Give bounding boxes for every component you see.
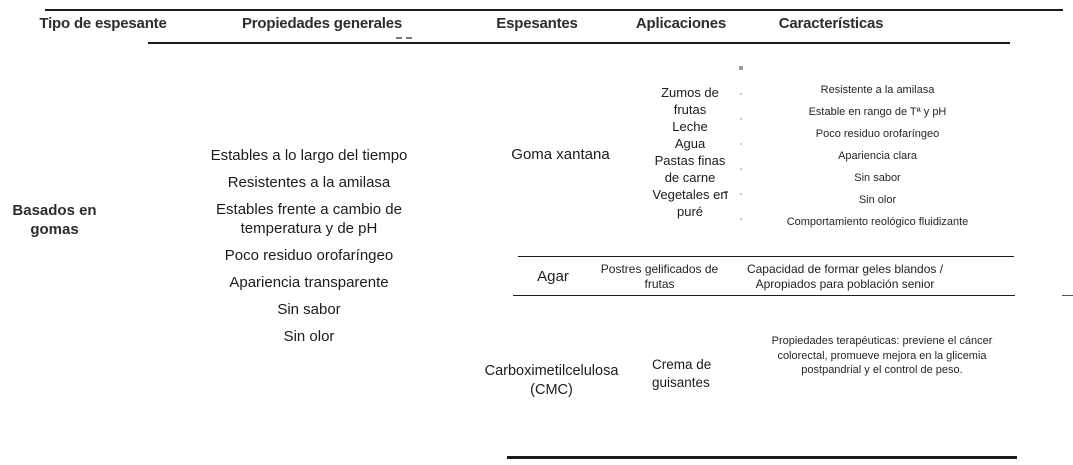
thickener-name-goma-xantana: Goma xantana [511,146,610,163]
table-bottom-rule [507,456,1017,459]
separator-dot [739,192,743,195]
group-label-basados-en-gomas: Basados en gomas [12,202,97,238]
characteristic-item: Resistente a la amilasa [820,84,935,96]
characteristics-goma-xantana: Resistente a la amilasa Estable en rango… [755,84,1000,238]
column-header-aplicaciones: Aplicaciones [635,15,727,32]
application-item: Zumos de frutas [661,85,719,117]
separator-dot [739,142,743,145]
dotted-separator [739,66,743,243]
artifact-dash [724,191,728,193]
characteristics-cmc: Propiedades terapéuticas: previene el cá… [771,335,993,376]
characteristic-item: Sin olor [858,194,897,206]
column-header-propiedades-generales: Propiedades generales [241,15,403,32]
characteristic-item: Estable en rango de Tª y pH [808,106,947,118]
applications-goma-xantana: Zumos de frutas Leche Agua Pastas finas … [648,84,732,220]
separator-dot [739,66,743,70]
table-top-rule [45,9,1063,11]
application-item: Vegetales en puré [652,187,728,219]
applications-agar: Postres gelificados de frutas [600,262,719,291]
artifact-dash [396,37,402,39]
separator-dot [739,117,743,120]
characteristic-item: Comportamiento reológico fluidizante [786,216,969,228]
column-header-espesantes: Espesantes [496,15,578,32]
property-item: Sin olor [283,328,335,345]
thickener-name-cmc: Carboximetilcelulosa (CMC) [484,363,619,398]
characteristic-item: Apariencia clara [838,150,917,162]
property-item: Poco residuo orofaríngeo [224,247,394,264]
thickener-name-agar: Agar [537,268,569,285]
application-item: Agua [674,136,706,151]
separator-dot [739,92,743,95]
artifact-dash [406,37,412,39]
agar-row-bottom-rule [513,295,1015,297]
characteristic-item: Poco residuo orofaríngeo [815,128,940,140]
application-item: Pastas finas de carne [654,153,726,185]
characteristic-item: Sin sabor [854,172,901,184]
column-header-tipo-de-espesante: Tipo de espesante [39,15,167,32]
general-properties-list: Estables a lo largo del tiempo Resistent… [189,146,429,354]
property-item: Apariencia transparente [229,274,389,291]
separator-dot [739,167,743,170]
application-item: Leche [672,119,708,134]
property-item: Estables a lo largo del tiempo [210,147,408,164]
column-header-caracteristicas: Características [778,15,884,32]
applications-cmc: Crema de guisantes [652,357,712,390]
right-edge-dash [1062,295,1073,297]
property-item: Sin sabor [277,301,341,318]
characteristics-agar: Capacidad de formar geles blandos / Apro… [746,262,944,291]
agar-row-top-rule [518,256,1014,258]
header-underline-rule [148,42,1010,44]
property-item: Resistentes a la amilasa [227,174,391,191]
property-item: Estables frente a cambio de temperatura … [216,201,402,237]
separator-dot [739,217,743,220]
